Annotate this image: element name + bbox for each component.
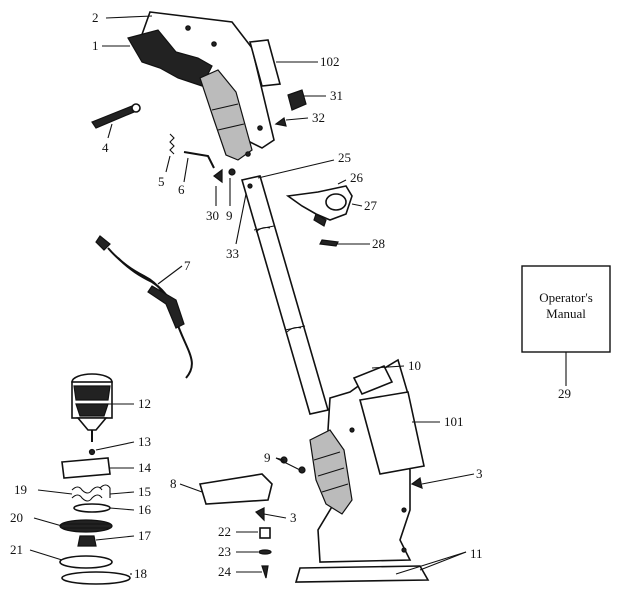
callout-3-right: 3 <box>476 466 483 481</box>
clip-15 <box>99 484 111 498</box>
aux-handle-26-27 <box>285 185 353 227</box>
callout-2: 2 <box>92 10 99 25</box>
callout-6: 6 <box>178 182 185 197</box>
callout-7: 7 <box>184 258 191 273</box>
callout-102: 102 <box>320 54 340 69</box>
callout-23: 23 <box>218 544 231 559</box>
callout-4: 4 <box>102 140 109 155</box>
screw-32 <box>274 116 287 127</box>
callout-28: 28 <box>372 236 385 251</box>
callout-3-middle: 3 <box>290 510 297 525</box>
callout-5: 5 <box>158 174 165 189</box>
hub-17 <box>77 535 97 547</box>
callout-101: 101 <box>444 414 464 429</box>
callout-12: 12 <box>138 396 151 411</box>
callout-30: 30 <box>206 208 219 223</box>
callout-16: 16 <box>138 502 152 517</box>
pin-6 <box>183 151 215 169</box>
leader-lines <box>29 15 567 575</box>
operators-manual-box: Operator's Manual <box>521 265 611 353</box>
screw-30 <box>213 168 223 184</box>
manual-line-2: Manual <box>546 306 586 321</box>
callout-20: 20 <box>10 510 23 525</box>
callout-24: 24 <box>218 564 232 579</box>
shaft-25 <box>240 175 330 415</box>
callout-31: 31 <box>330 88 343 103</box>
cover-8 <box>198 473 273 505</box>
callout-22: 22 <box>218 524 231 539</box>
spring-5 <box>169 133 175 155</box>
callout-29: 29 <box>558 386 571 401</box>
cord-clip-4 <box>91 103 141 129</box>
spring-19 <box>71 486 103 502</box>
callout-8: 8 <box>170 476 177 491</box>
callout-13: 13 <box>138 434 151 449</box>
label-plate-101 <box>358 391 425 475</box>
callout-33: 33 <box>226 246 239 261</box>
callout-32: 32 <box>312 110 325 125</box>
cover-21 <box>59 555 113 569</box>
callout-9-upper: 9 <box>226 208 233 223</box>
callout-14: 14 <box>138 460 152 475</box>
callout-9-lower: 9 <box>264 450 271 465</box>
callout-labels: 2 1 102 31 32 4 5 6 25 26 27 30 9 33 28 … <box>10 10 571 581</box>
washer-16 <box>73 503 111 513</box>
callout-19: 19 <box>14 482 27 497</box>
callout-15: 15 <box>138 484 151 499</box>
cap-14 <box>61 457 111 479</box>
callout-10: 10 <box>408 358 421 373</box>
washer-13 <box>88 448 96 456</box>
screw-3-right <box>410 476 423 489</box>
guard-18 <box>61 571 131 585</box>
upper-handle-assembly <box>127 11 275 161</box>
power-cord-7 <box>95 235 193 379</box>
callout-21: 21 <box>10 542 23 557</box>
callout-11: 11 <box>470 546 483 561</box>
callout-26: 26 <box>350 170 364 185</box>
screw-24 <box>261 565 269 579</box>
callout-25: 25 <box>338 150 351 165</box>
washer-23 <box>258 549 272 555</box>
motor-12 <box>71 373 113 442</box>
spool-20 <box>59 519 113 533</box>
manual-line-1: Operator's <box>539 290 593 305</box>
screw-9-upper <box>228 168 236 176</box>
callout-27: 27 <box>364 198 378 213</box>
callout-1: 1 <box>92 38 99 53</box>
bolt-28 <box>319 239 339 247</box>
label-plate-102 <box>248 39 282 87</box>
callout-18: 18 <box>134 566 147 581</box>
nut-22 <box>259 527 271 539</box>
switch-31 <box>287 89 307 111</box>
screw-3-middle <box>254 507 265 522</box>
callout-17: 17 <box>138 528 152 543</box>
